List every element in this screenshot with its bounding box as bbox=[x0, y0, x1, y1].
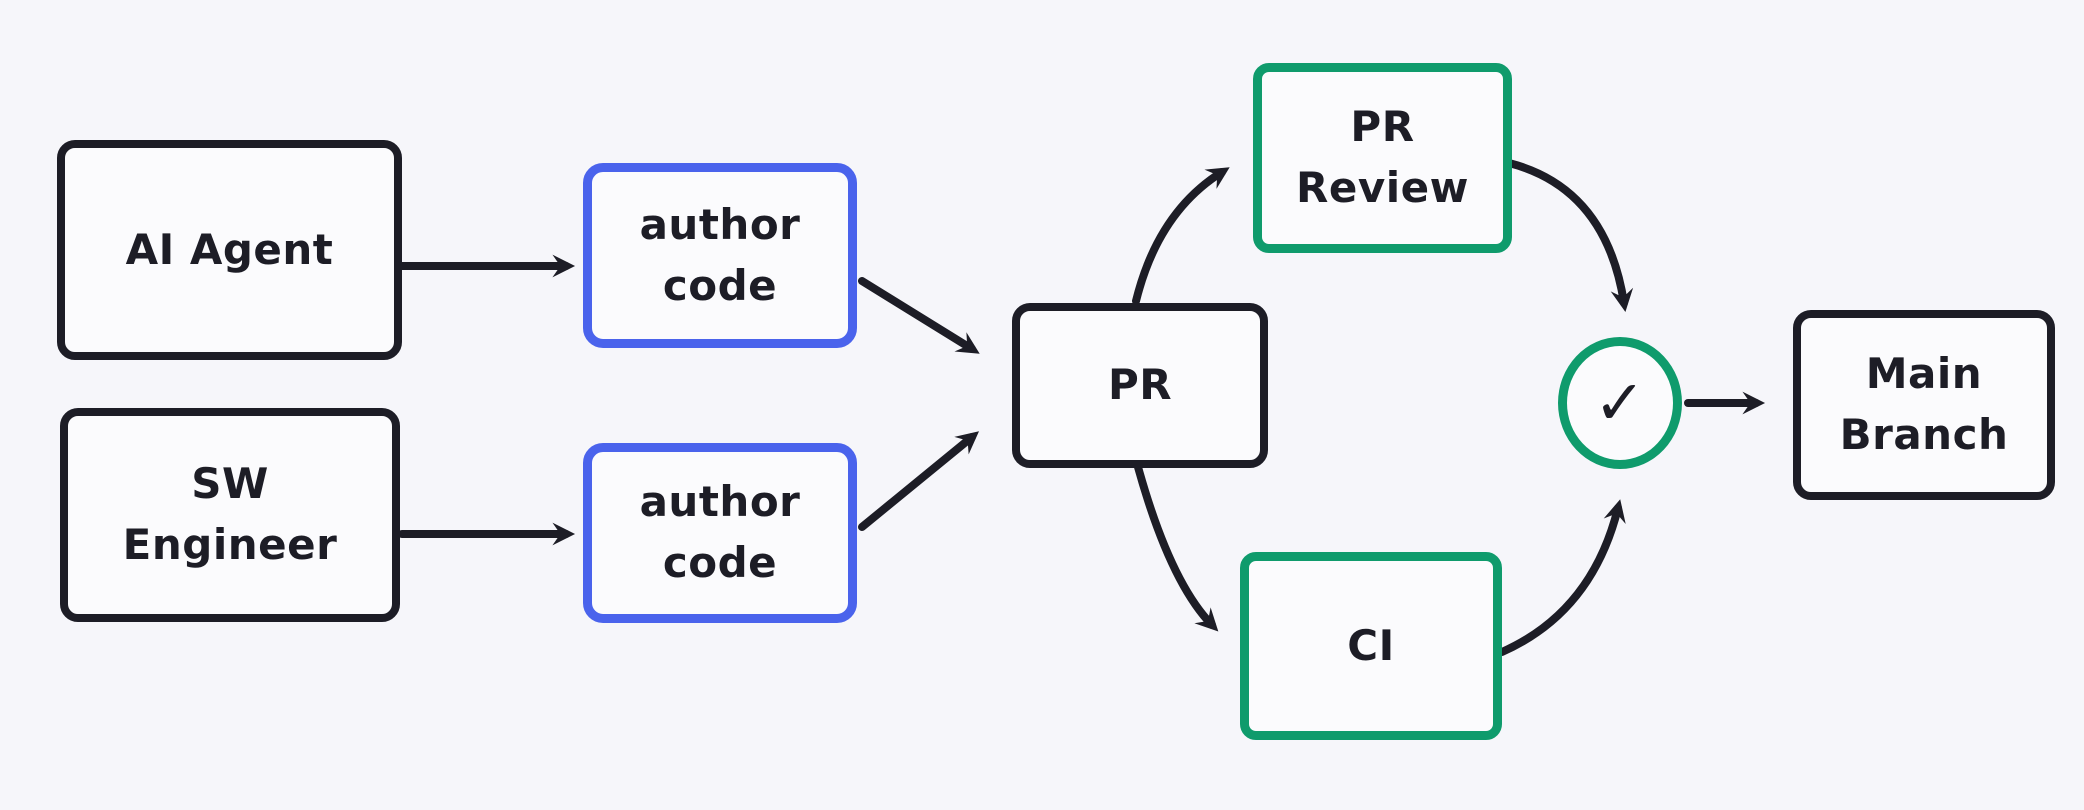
node-ci-label: CI bbox=[1347, 620, 1395, 670]
node-ci[interactable]: CI bbox=[1240, 552, 1502, 740]
node-sw-engineer[interactable]: SW Engineer bbox=[60, 408, 400, 622]
node-pr-label: PR bbox=[1107, 360, 1173, 410]
node-pr-review[interactable]: PR Review bbox=[1253, 63, 1512, 253]
node-author-code-top[interactable]: author code bbox=[583, 163, 857, 348]
node-author-code-bottom[interactable]: author code bbox=[583, 443, 857, 623]
node-author-code-bottom-label: author code bbox=[639, 477, 801, 587]
edge-author-code-top-to-pr[interactable] bbox=[858, 277, 980, 354]
edge-author-code-bottom-to-pr[interactable] bbox=[858, 431, 980, 531]
edge-pr-review-to-check[interactable] bbox=[1505, 159, 1634, 312]
edge-pr-to-pr-review[interactable] bbox=[1132, 167, 1230, 305]
node-ai-agent-label: AI Agent bbox=[125, 224, 334, 274]
node-sw-engineer-label: SW Engineer bbox=[122, 459, 338, 569]
node-main-branch-label: Main Branch bbox=[1839, 349, 2009, 459]
node-ai-agent[interactable]: AI Agent bbox=[57, 140, 402, 360]
node-check-circle[interactable]: ✓ bbox=[1558, 337, 1682, 469]
node-author-code-top-label: author code bbox=[639, 199, 801, 310]
node-pr[interactable]: PR bbox=[1012, 303, 1268, 468]
node-pr-review-label: PR Review bbox=[1296, 102, 1469, 212]
edge-pr-to-ci[interactable] bbox=[1134, 463, 1219, 632]
checkmark-icon: ✓ bbox=[1593, 366, 1647, 439]
node-main-branch[interactable]: Main Branch bbox=[1793, 310, 2055, 500]
edge-ci-to-check[interactable] bbox=[1498, 499, 1626, 656]
